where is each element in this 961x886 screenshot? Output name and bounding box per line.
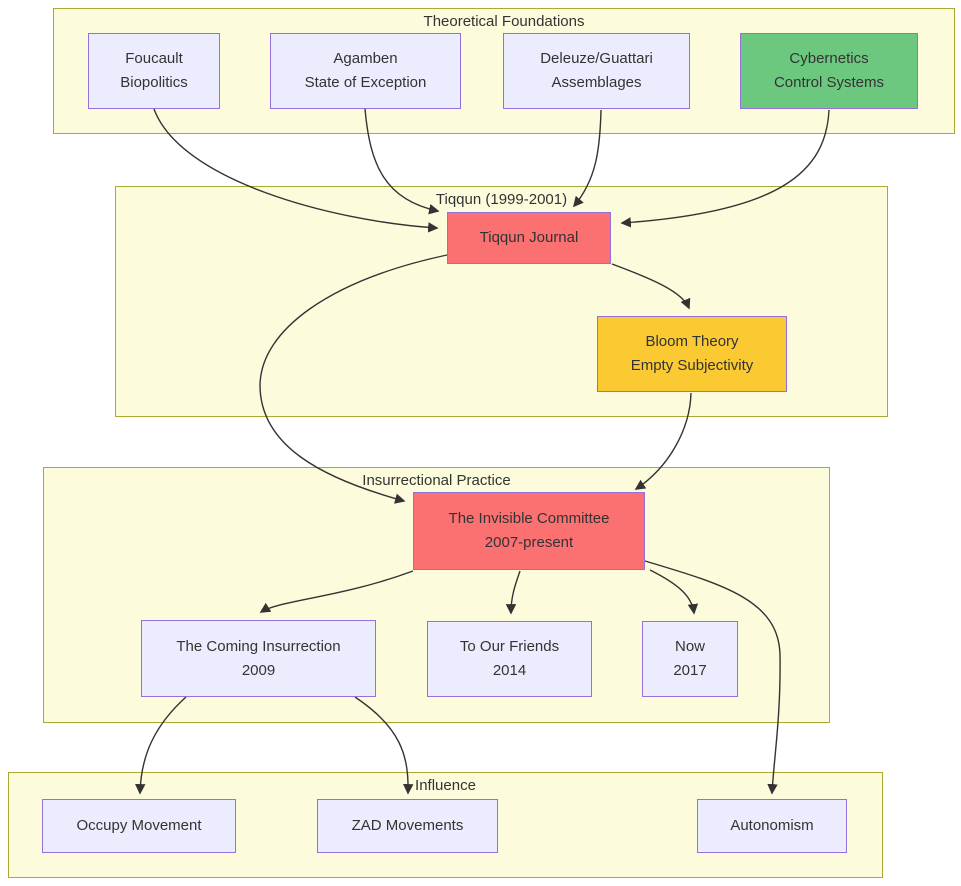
cluster-title-insurrectional-practice: Insurrectional Practice — [362, 472, 511, 489]
node-to-our-friends: To Our Friends 2014 — [427, 621, 592, 697]
cluster-title-theoretical-foundations: Theoretical Foundations — [423, 13, 585, 30]
node-sublabel: Control Systems — [773, 74, 885, 91]
node-bloom-theory: Bloom Theory Empty Subjectivity — [597, 316, 787, 392]
node-sublabel: Biopolitics — [120, 74, 188, 91]
node-deleuze-guattari: Deleuze/Guattari Assemblages — [503, 33, 690, 109]
node-label: Now — [674, 638, 705, 655]
node-sublabel: Empty Subjectivity — [630, 357, 754, 374]
node-label: Bloom Theory — [645, 333, 739, 350]
node-label: Cybernetics — [789, 50, 869, 67]
node-label: Autonomism — [730, 817, 814, 834]
node-cybernetics: Cybernetics Control Systems — [740, 33, 918, 109]
node-label: The Invisible Committee — [448, 510, 610, 527]
node-sublabel: 2007-present — [484, 534, 574, 551]
node-label: Tiqqun Journal — [479, 229, 579, 246]
node-tiqqun-journal: Tiqqun Journal — [447, 212, 611, 264]
node-agamben: Agamben State of Exception — [270, 33, 461, 109]
node-sublabel: 2009 — [241, 661, 276, 679]
node-label: Agamben — [333, 50, 398, 67]
node-sublabel: 2014 — [492, 662, 527, 679]
node-coming-insurrection: The Coming Insurrection 2009 — [141, 620, 376, 697]
node-zad-movements: ZAD Movements — [317, 799, 498, 853]
node-now: Now 2017 — [642, 621, 738, 697]
node-invisible-committee: The Invisible Committee 2007-present — [413, 492, 645, 570]
node-label: The Coming Insurrection — [176, 637, 341, 655]
node-label: To Our Friends — [459, 638, 560, 655]
node-autonomism: Autonomism — [697, 799, 847, 853]
node-sublabel: 2017 — [673, 662, 707, 679]
node-label: Foucault — [125, 50, 183, 67]
cluster-title-tiqqun: Tiqqun (1999-2001) — [435, 191, 568, 208]
node-sublabel: Assemblages — [551, 74, 642, 91]
node-occupy-movement: Occupy Movement — [42, 799, 236, 853]
node-label: Occupy Movement — [76, 817, 202, 834]
node-sublabel: State of Exception — [304, 74, 427, 91]
node-label: ZAD Movements — [351, 817, 464, 834]
node-foucault: Foucault Biopolitics — [88, 33, 220, 109]
cluster-title-influence: Influence — [415, 777, 476, 794]
node-label: Deleuze/Guattari — [540, 50, 653, 67]
